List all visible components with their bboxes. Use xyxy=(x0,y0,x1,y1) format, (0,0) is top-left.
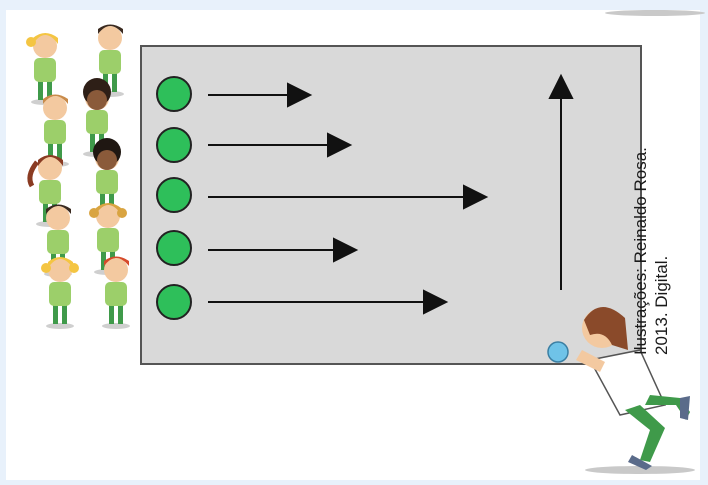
child-figure-icon xyxy=(44,204,72,277)
arrow-up-icon xyxy=(548,73,574,290)
child-figure-icon xyxy=(102,256,130,329)
child-figure-icon xyxy=(83,78,111,157)
green-ball-icon xyxy=(156,284,192,320)
shadow-top xyxy=(605,10,705,16)
child-figure-icon xyxy=(96,24,124,97)
held-ball-icon xyxy=(547,341,569,363)
child-figure-icon xyxy=(41,94,69,167)
arrow-right-icon xyxy=(208,237,359,263)
child-figure-icon xyxy=(93,138,121,217)
green-ball-icon xyxy=(156,127,192,163)
credit-line-1: Ilustrações: Reinaldo Rosa. xyxy=(631,147,650,355)
arrow-right-icon xyxy=(208,184,489,210)
illustration-credit: Ilustrações: Reinaldo Rosa. 2013. Digita… xyxy=(630,147,672,355)
child-figure-icon xyxy=(41,257,79,329)
green-ball-icon xyxy=(156,177,192,213)
child-figure-icon xyxy=(89,203,127,275)
arrow-right-icon xyxy=(208,82,313,108)
child-figure-icon xyxy=(26,33,59,105)
arrow-right-icon xyxy=(208,132,353,158)
credit-line-2: 2013. Digital. xyxy=(652,255,671,355)
child-figure-icon xyxy=(27,155,64,227)
green-ball-icon xyxy=(156,76,192,112)
arrow-right-icon xyxy=(208,289,449,315)
green-ball-icon xyxy=(156,230,192,266)
scientist-figure-icon xyxy=(547,306,695,474)
